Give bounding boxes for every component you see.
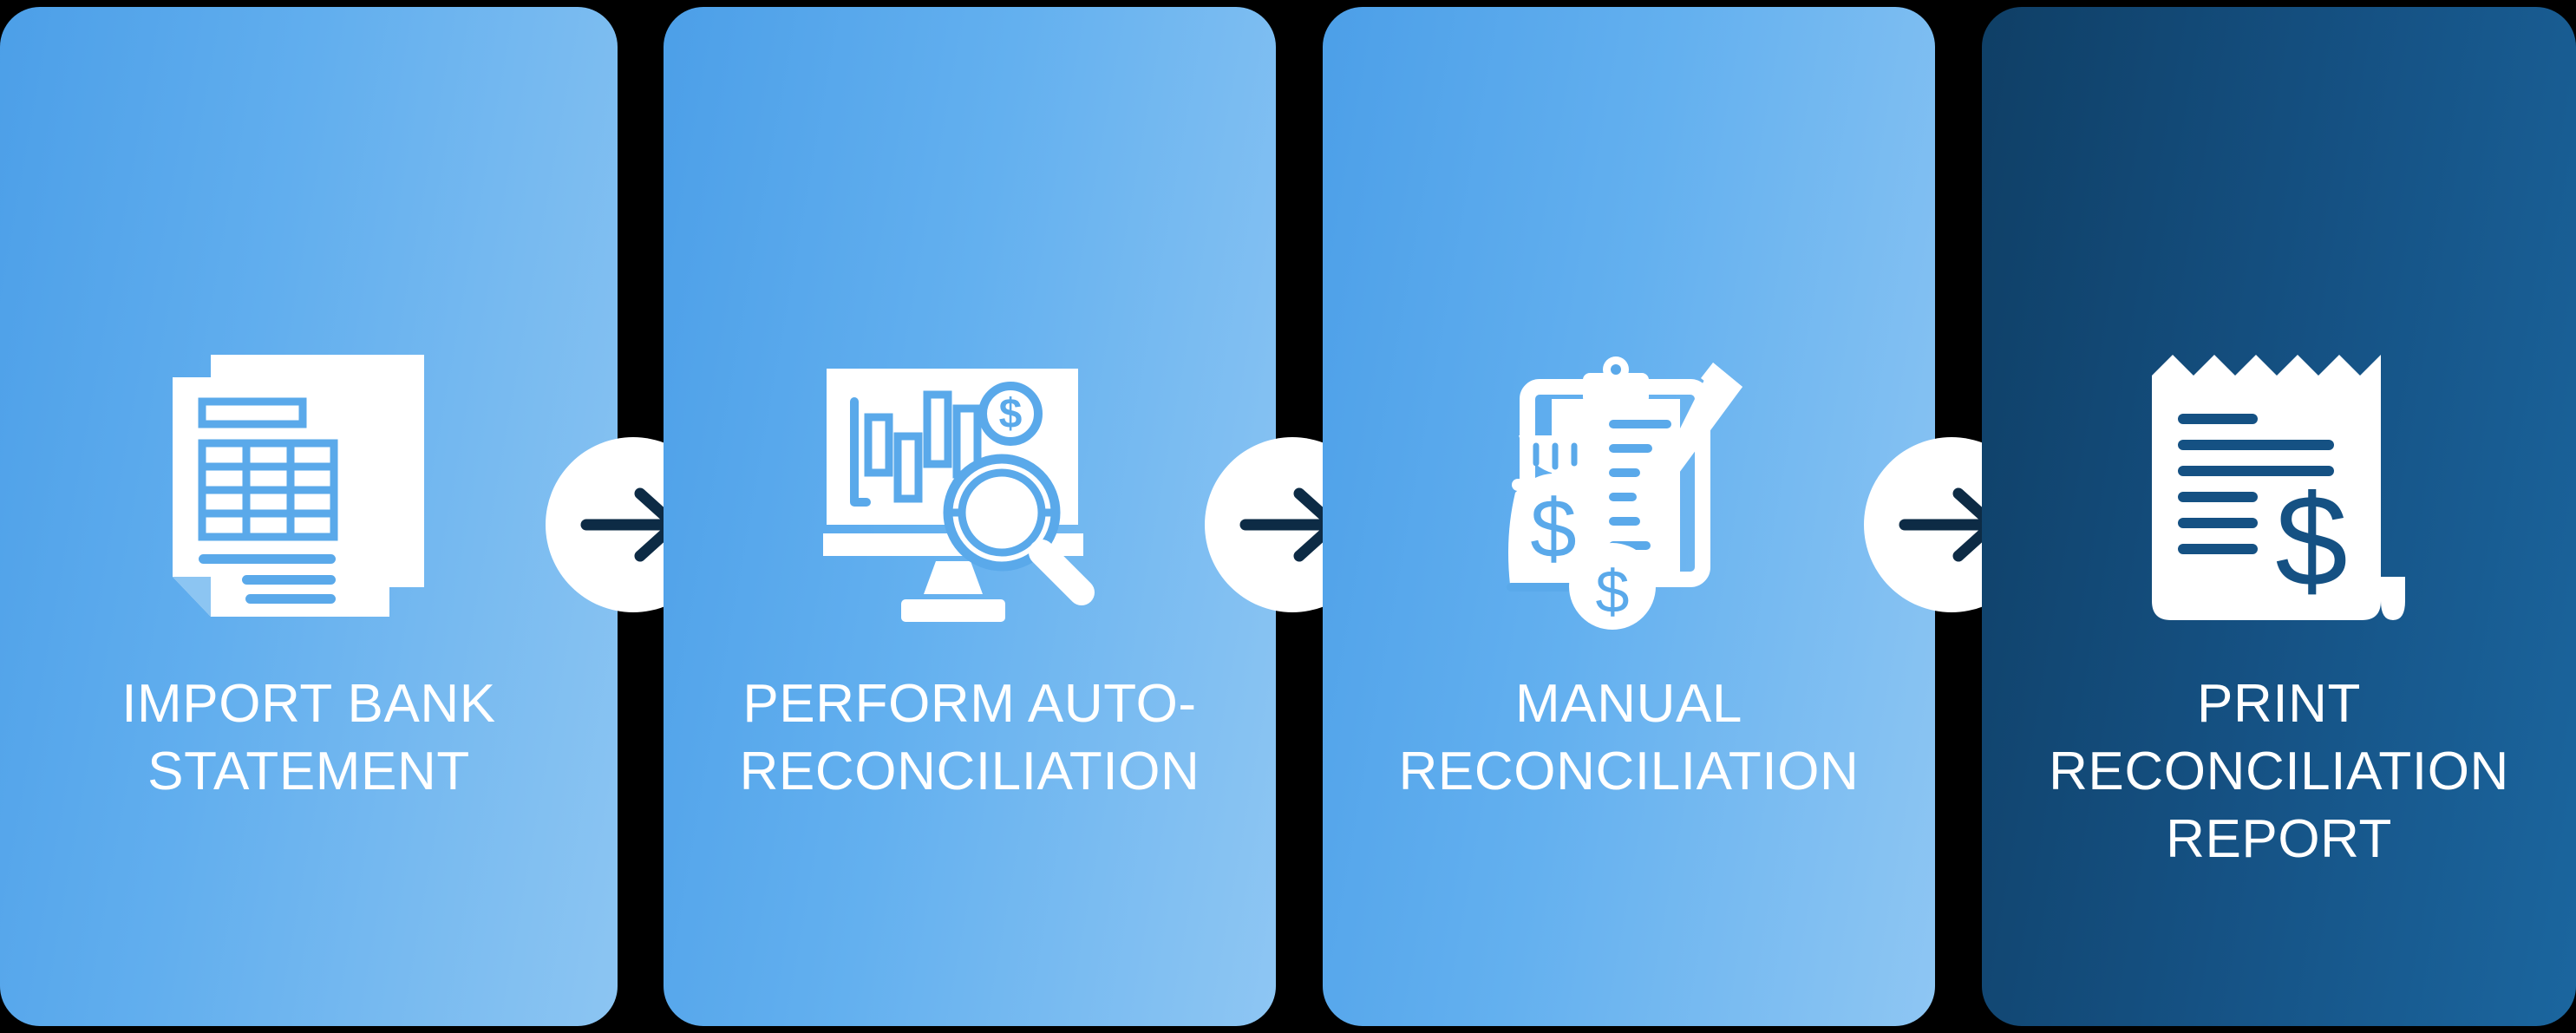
svg-text:$: $ xyxy=(1596,558,1630,625)
bank-statement-document-icon xyxy=(0,328,618,649)
svg-text:$: $ xyxy=(2275,467,2347,613)
step-label-1: IMPORT BANK STATEMENT xyxy=(121,674,496,802)
svg-text:$: $ xyxy=(999,391,1023,437)
step-panel-perform-auto-reconciliation[interactable]: $ PERFORM AUTO- RECONCILIATION xyxy=(664,7,1276,1026)
step-panel-print-reconciliation-report[interactable]: $ PRINT RECONCILIATION REPORT xyxy=(1982,7,2576,1026)
clipboard-pencil-moneybag-icon: $ $ xyxy=(1323,328,1935,649)
step-panel-import-bank-statement[interactable]: IMPORT BANK STATEMENT xyxy=(0,7,618,1026)
monitor-chart-magnifier-icon: $ xyxy=(664,328,1276,649)
svg-text:$: $ xyxy=(1530,482,1576,575)
step-panel-manual-reconciliation[interactable]: $ $ MANUAL RECONCILIATION xyxy=(1323,7,1935,1026)
step-label-2: PERFORM AUTO- RECONCILIATION xyxy=(739,674,1200,802)
receipt-dollar-icon: $ xyxy=(1982,328,2576,649)
step-label-3: MANUAL RECONCILIATION xyxy=(1398,674,1860,802)
step-label-4: PRINT RECONCILIATION REPORT xyxy=(2049,674,2509,870)
